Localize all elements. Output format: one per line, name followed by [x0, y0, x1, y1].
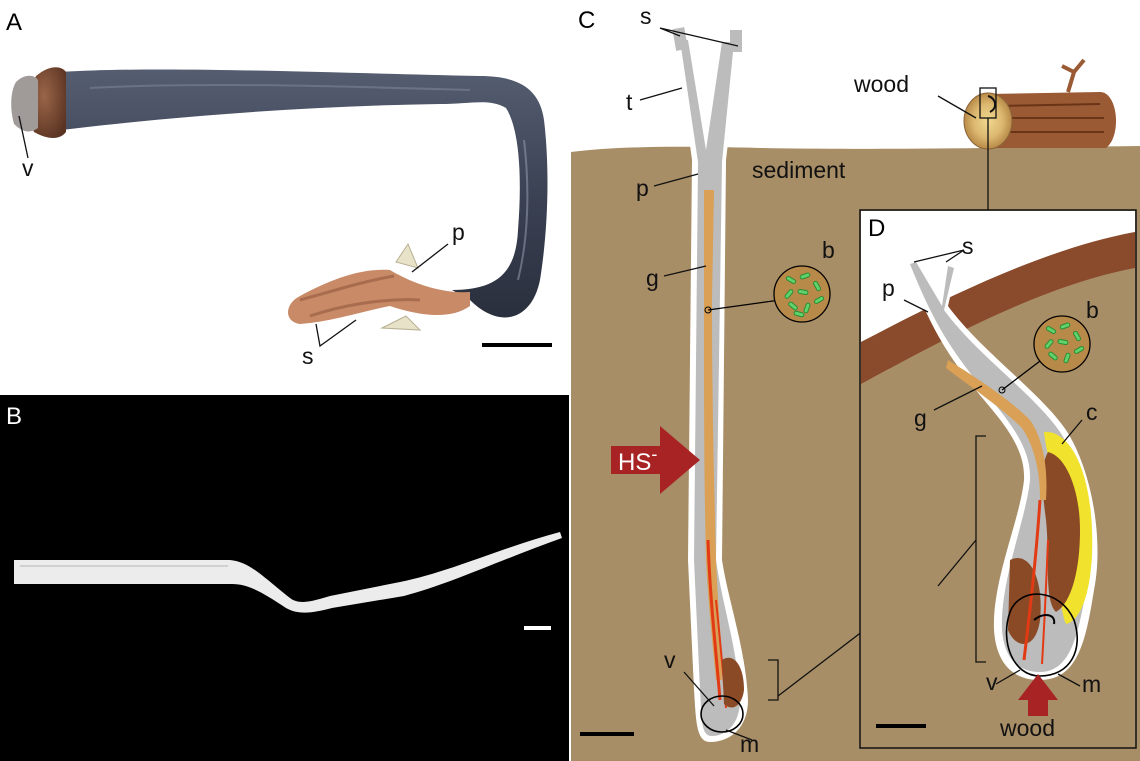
- label-c-g: g: [646, 265, 659, 291]
- panel-c-letter: C: [578, 7, 595, 34]
- leader-c-s: [659, 27, 739, 47]
- wood-arrow: [1018, 674, 1058, 716]
- label-a-p: p: [452, 219, 465, 245]
- label-d-m: m: [1082, 671, 1101, 697]
- calcareous-tube: [14, 532, 562, 613]
- panel-a: A v p s: [0, 0, 569, 392]
- wood-log: [963, 58, 1117, 210]
- inset-mouth-mark: [1033, 614, 1056, 625]
- visceral-mass-circle: [700, 695, 744, 733]
- label-c-p: p: [636, 175, 649, 201]
- leader-c-t: [639, 87, 683, 101]
- leader-c-wood: [937, 95, 977, 119]
- siphon-fold-2: [309, 298, 421, 318]
- red-vessel-1: [706, 539, 722, 701]
- worm-highlight-2: [517, 139, 529, 281]
- leader-c-g: [663, 265, 707, 277]
- label-c-s: s: [640, 3, 652, 29]
- leader-bacteria-d: [1001, 357, 1045, 391]
- label-a-v: v: [22, 155, 34, 181]
- inset-gut: [946, 360, 1047, 500]
- panel-d-bark: [861, 232, 1135, 384]
- bacteria-cells-d: [1044, 322, 1085, 364]
- log-twig: [1061, 58, 1086, 93]
- leader-d-p: [903, 299, 929, 313]
- worm-body: [60, 69, 548, 318]
- worm-highlight: [89, 83, 471, 91]
- leader-d-m: [1057, 673, 1081, 687]
- pallet-upper: [395, 242, 419, 269]
- siphon-end-2: [730, 30, 742, 52]
- label-a-s: s: [302, 343, 314, 369]
- panel-d-sky: [861, 211, 1135, 342]
- shipworm-specimen: [11, 67, 548, 331]
- hs-arrow-label: HS-: [618, 444, 657, 476]
- label-d-v: v: [986, 669, 998, 695]
- panel-b: B: [0, 395, 569, 761]
- label-sediment: sediment: [752, 157, 846, 183]
- leader-d-vm: [937, 539, 977, 587]
- inset-red-vessel-2: [1041, 539, 1049, 665]
- panel-d: D s: [859, 209, 1137, 749]
- worm-valve: [11, 75, 38, 132]
- leader-bacteria-c: [707, 299, 781, 311]
- label-c-t: t: [626, 89, 633, 115]
- bracket-d-vm: [975, 435, 986, 663]
- label-d-wood: wood: [999, 715, 1055, 741]
- leader-d-v: [995, 669, 1021, 685]
- leader-d-g: [933, 385, 983, 411]
- inset-red-vessel-1: [1022, 499, 1042, 661]
- label-c-b: b: [822, 237, 835, 263]
- bracket-c-vm: [768, 659, 779, 701]
- leader-c-p: [653, 173, 699, 187]
- inset-tube-body: [910, 262, 1090, 672]
- brown-organ: [722, 657, 744, 708]
- inset-brown-organ: [1042, 452, 1080, 612]
- label-d-c: c: [1086, 399, 1098, 425]
- leader-a-v: [18, 115, 29, 159]
- pallet-lower: [380, 315, 422, 331]
- worm-collar: [29, 67, 66, 138]
- bacteria-point-d: [998, 386, 1006, 394]
- panel-a-background: [0, 0, 569, 392]
- label-c-wood: wood: [853, 71, 909, 97]
- leader-d-s: [913, 249, 965, 263]
- siphon-fold-1: [299, 274, 395, 302]
- panel-d-letter: D: [868, 215, 885, 242]
- label-d-p: p: [882, 275, 895, 301]
- log-grain: [995, 103, 1104, 133]
- panel-a-letter: A: [6, 9, 22, 36]
- bacteria-cells-c: [784, 272, 825, 318]
- leader-a-s: [315, 319, 357, 348]
- label-d-b: b: [1086, 297, 1099, 323]
- leader-a-p: [411, 243, 449, 273]
- log-boring: [987, 95, 996, 113]
- bacteria-point-c: [704, 306, 712, 314]
- panel-b-letter: B: [6, 403, 22, 430]
- inset-visceral-circle: [1005, 593, 1078, 677]
- hs-arrow: [611, 426, 700, 494]
- leader-c-v: [683, 671, 715, 707]
- label-d-s: s: [962, 233, 974, 259]
- label-c-v: v: [664, 647, 676, 673]
- leader-c-m: [725, 729, 753, 741]
- leader-d-c: [1061, 419, 1083, 445]
- label-c-m: m: [740, 731, 759, 757]
- label-d-g: g: [914, 405, 927, 431]
